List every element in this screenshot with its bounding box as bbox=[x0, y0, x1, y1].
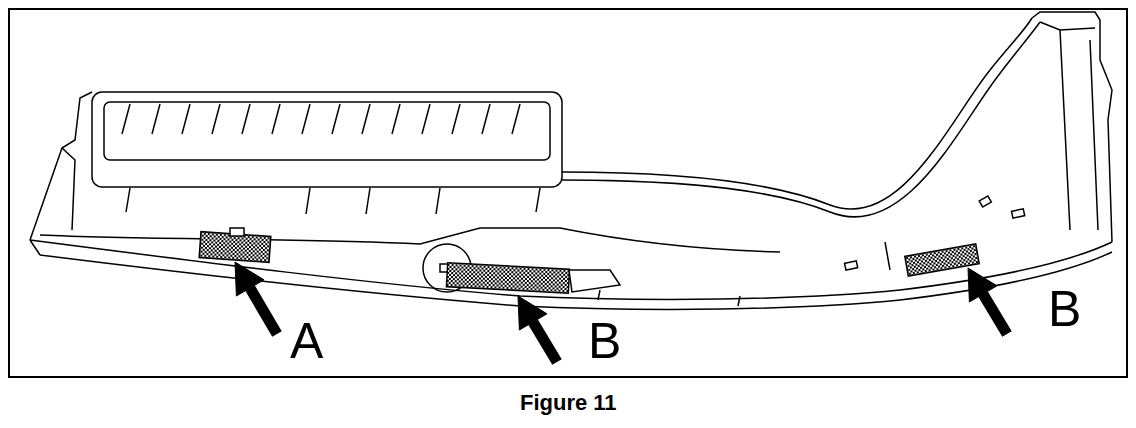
frame-border bbox=[9, 9, 1127, 377]
panel-outline bbox=[30, 12, 1112, 309]
callout-letter: A bbox=[290, 316, 323, 366]
figure-caption: Figure 11 bbox=[520, 392, 617, 414]
hatched-area bbox=[199, 228, 979, 293]
callout-letter: B bbox=[588, 316, 621, 366]
callout-letter: B bbox=[1048, 284, 1081, 334]
